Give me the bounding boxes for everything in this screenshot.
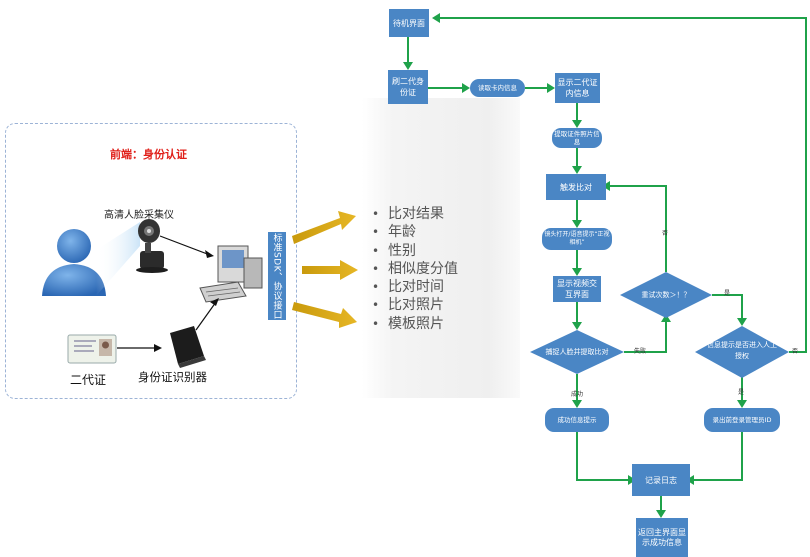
capture-compare-label: 捕捉人脸并提取比对 <box>545 348 609 356</box>
camera-open-pill: 镜头打开/语音提示“正视相机” <box>542 228 612 250</box>
gold-arrow-lower <box>292 302 357 328</box>
result-item: •比对时间 <box>372 279 444 296</box>
trigger-compare-box: 触发比对 <box>546 174 606 200</box>
camera-label: 高清人脸采集仪 <box>104 210 174 221</box>
capture-diamond-shape <box>530 330 624 374</box>
user-icon <box>42 229 106 296</box>
swipe-id-box: 刷二代身份证 <box>388 70 428 104</box>
id-card-icon <box>67 334 117 364</box>
card-reader-icon <box>170 326 206 368</box>
show-card-info-box: 显示二代证内信息 <box>555 73 600 103</box>
result-item: •比对照片 <box>372 297 444 314</box>
manual-diamond-shape <box>695 326 789 378</box>
return-main-box: 返回主界面显示成功信息 <box>636 518 688 557</box>
retry-diamond-shape <box>620 272 712 318</box>
result-item: •比对结果 <box>372 206 444 222</box>
id-card-label: 二代证 <box>70 373 107 387</box>
success-prompt-pill: 成功信息提示 <box>545 408 609 432</box>
edge-label-yes-manual: 是 <box>738 389 745 396</box>
camera-beam <box>96 222 140 296</box>
result-item: •年龄 <box>372 224 416 241</box>
standby-box: 待机界面 <box>389 9 429 37</box>
camera-icon <box>136 219 168 273</box>
extract-photo-pill: 提取证件照片信息 <box>552 128 602 148</box>
frontend-frame <box>5 123 297 399</box>
edge-label-fail: 失败 <box>634 348 647 355</box>
result-item: •模板照片 <box>372 315 444 332</box>
manual-prompt-label: 信息提示是否进入人工授权 <box>707 341 777 360</box>
result-item: •性别 <box>372 242 416 259</box>
result-list: •比对结果 •年龄 •性别 •相似度分值 •比对时间 •比对照片 •模板照片 <box>372 205 458 333</box>
read-card-pill: 读取卡内信息 <box>470 79 525 97</box>
sdk-interface-bar: 标准SDK、协议接口 <box>268 232 286 320</box>
edge-label-no-manual: 否 <box>792 348 799 355</box>
result-panel <box>362 98 520 398</box>
result-item: •相似度分值 <box>372 260 458 277</box>
gold-arrow-middle <box>302 260 358 280</box>
reader-label: 身份证识别器 <box>138 370 207 384</box>
log-box: 记录日志 <box>632 464 690 496</box>
retry-check-label: 重试次数＞！？ <box>641 291 691 299</box>
frontend-title: 前端：身份认证 <box>110 148 187 161</box>
computer-icon <box>199 245 263 303</box>
edge-label-no-retry: 否 <box>662 230 669 237</box>
edge-label-success: 成功 <box>571 391 584 398</box>
flow-connectors <box>407 17 807 514</box>
edge-label-yes-retry: 是 <box>724 290 731 297</box>
gold-arrow-upper <box>292 211 356 244</box>
enter-admin-pill: 录出前登录管理员ID <box>704 408 780 432</box>
show-video-box: 显示视频交互界面 <box>553 276 601 302</box>
